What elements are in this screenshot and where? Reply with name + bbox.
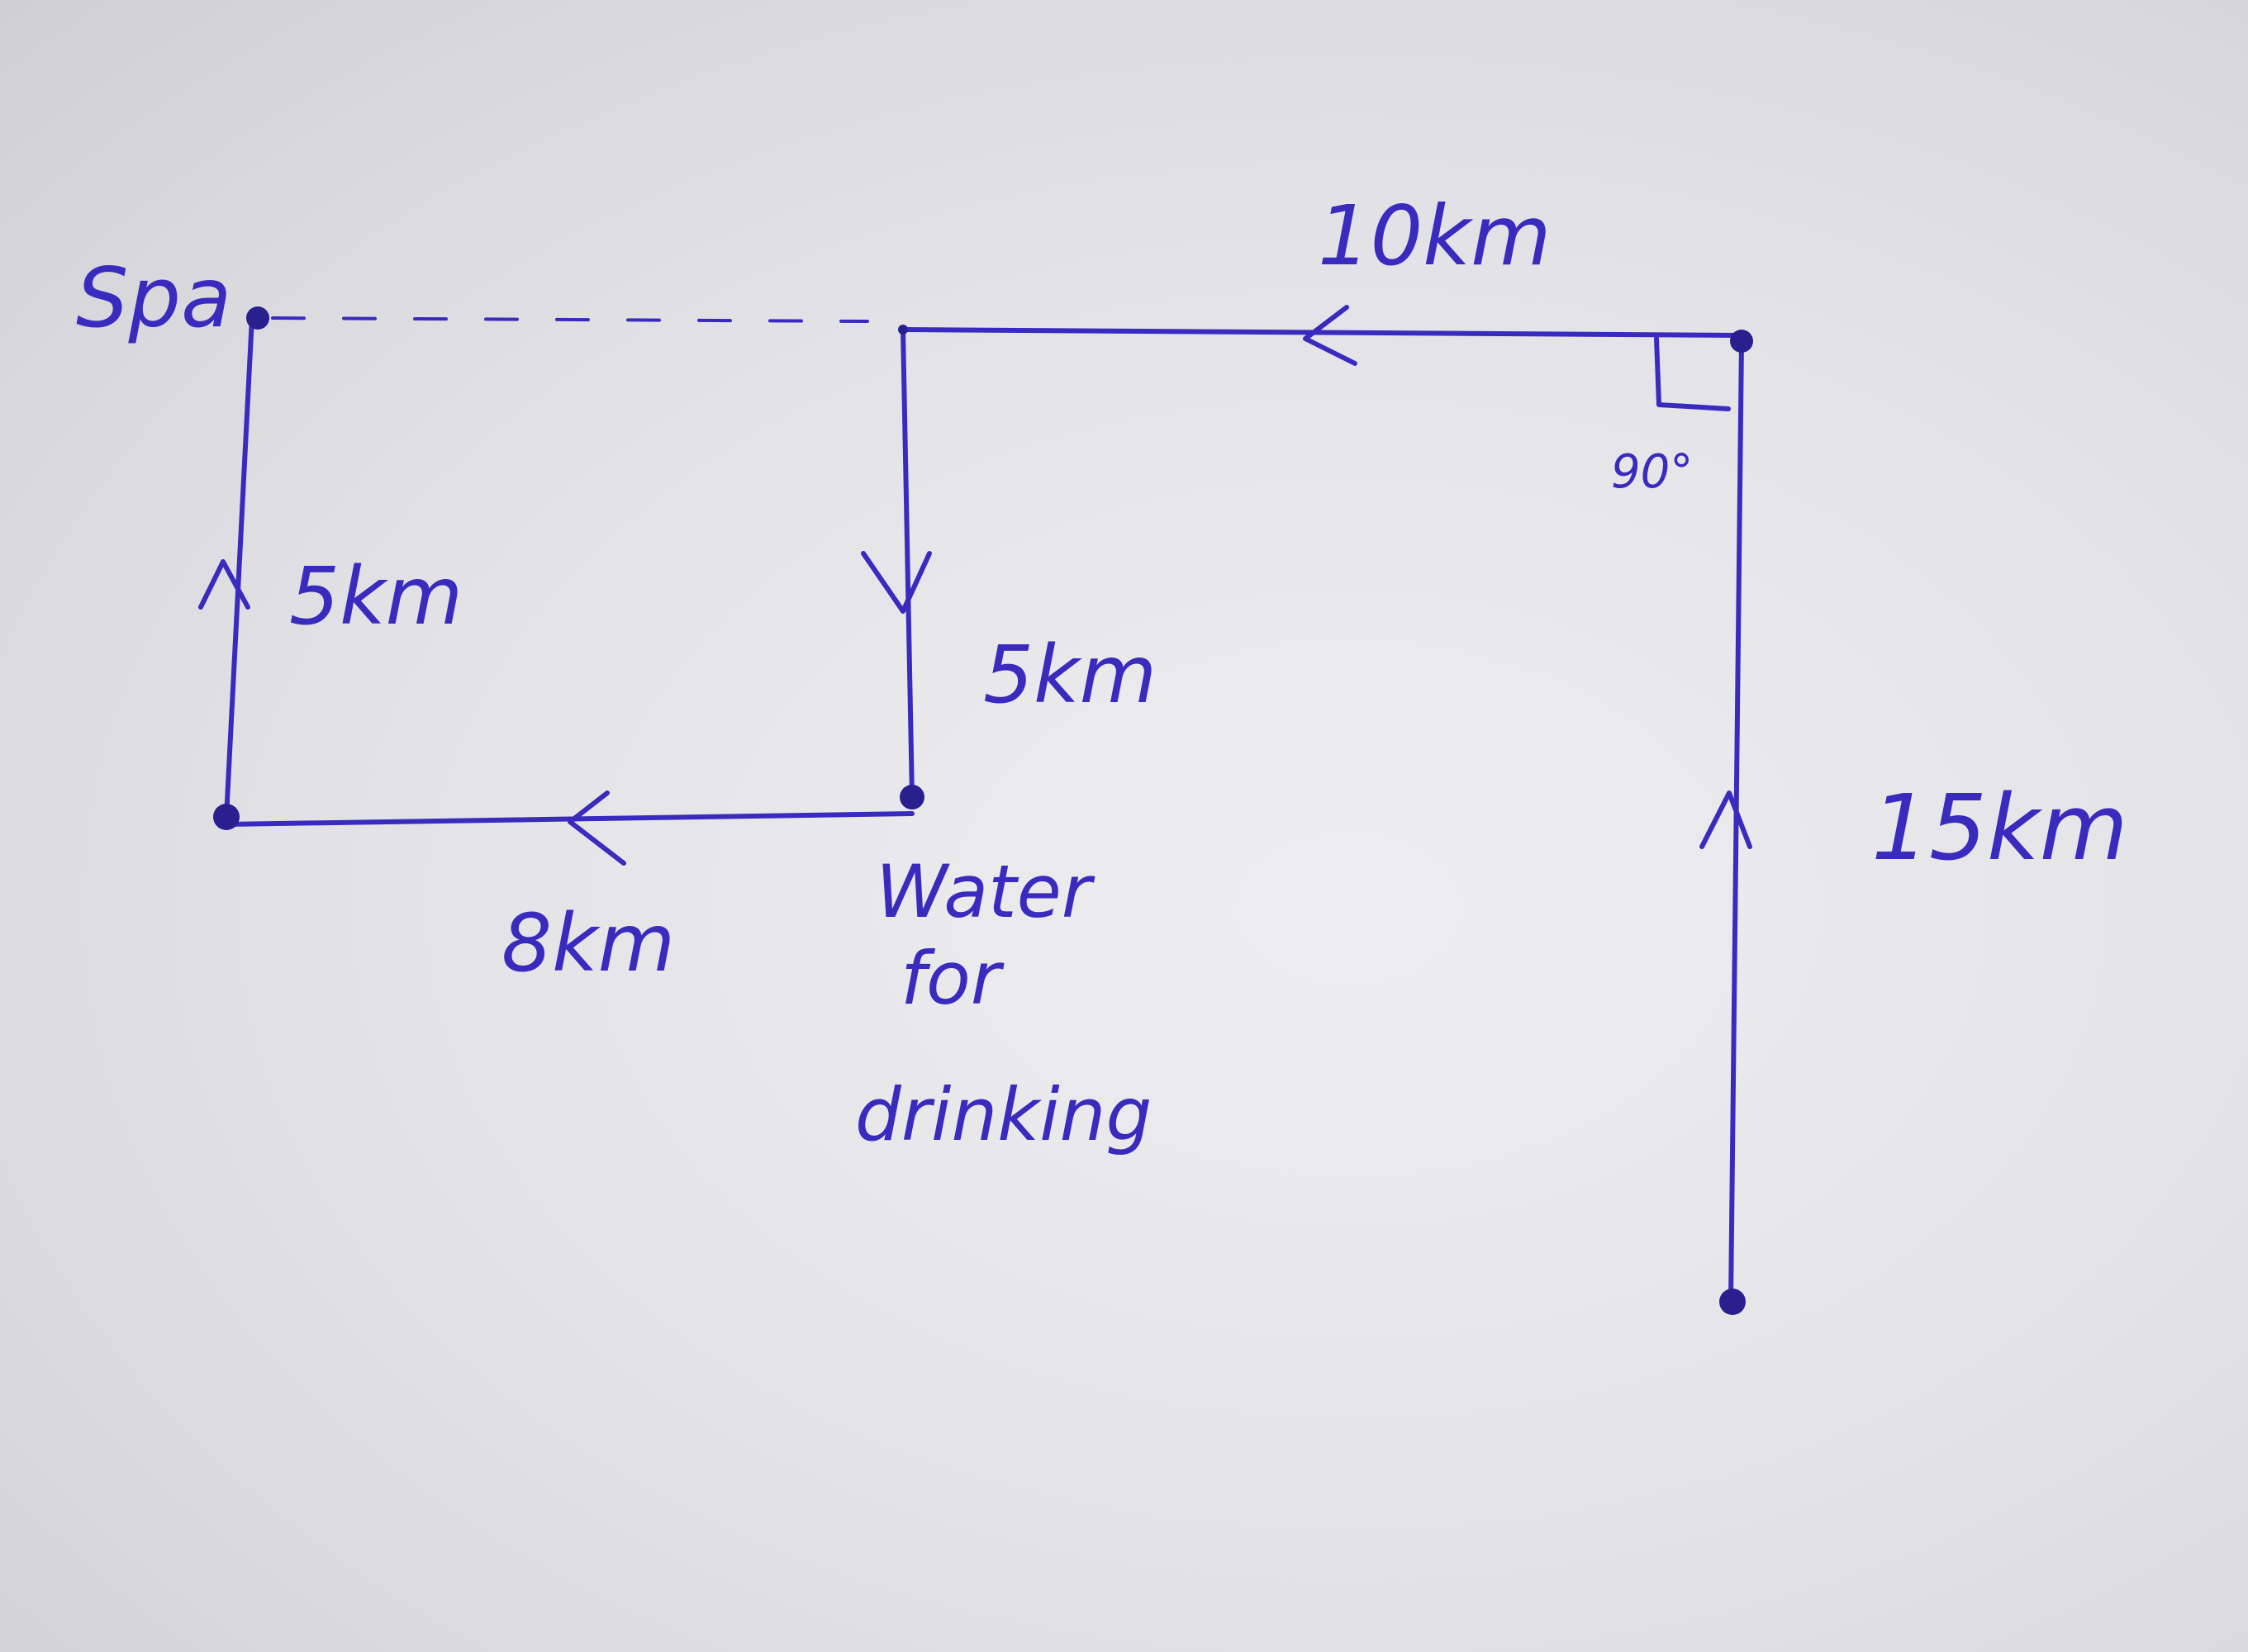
point-spa (246, 306, 269, 330)
path-15km (1728, 339, 1744, 1304)
path-8km (224, 811, 915, 827)
path-5km-down (901, 327, 915, 800)
point-bottom-left (213, 804, 240, 830)
label-drinking: drinking (855, 1072, 1152, 1157)
label-8km: 8km (501, 897, 675, 990)
label-spa: Spa (76, 249, 231, 346)
path-5km-up (224, 316, 254, 819)
point-top-middle (898, 325, 908, 335)
arrow-down-5km (861, 551, 932, 614)
label-5km-middle: 5km (983, 629, 1157, 721)
label-water: Water (876, 849, 1095, 934)
path-10km (901, 327, 1744, 338)
right-angle-mark (1654, 336, 1731, 411)
dashed-line-spa (271, 316, 869, 323)
point-start (1719, 1289, 1746, 1315)
point-water (900, 785, 924, 809)
arrow-left-10km (1303, 305, 1357, 366)
arrow-up-5km (198, 559, 250, 610)
label-for: for (901, 936, 1005, 1021)
label-5km-left: 5km (289, 550, 463, 643)
label-10km: 10km (1318, 188, 1552, 284)
arrow-up-15km (1699, 790, 1752, 849)
label-15km: 15km (1871, 775, 2128, 881)
arrow-left-8km (568, 790, 626, 866)
point-top-right (1730, 330, 1753, 353)
label-90-degrees: 90° (1611, 445, 1693, 499)
